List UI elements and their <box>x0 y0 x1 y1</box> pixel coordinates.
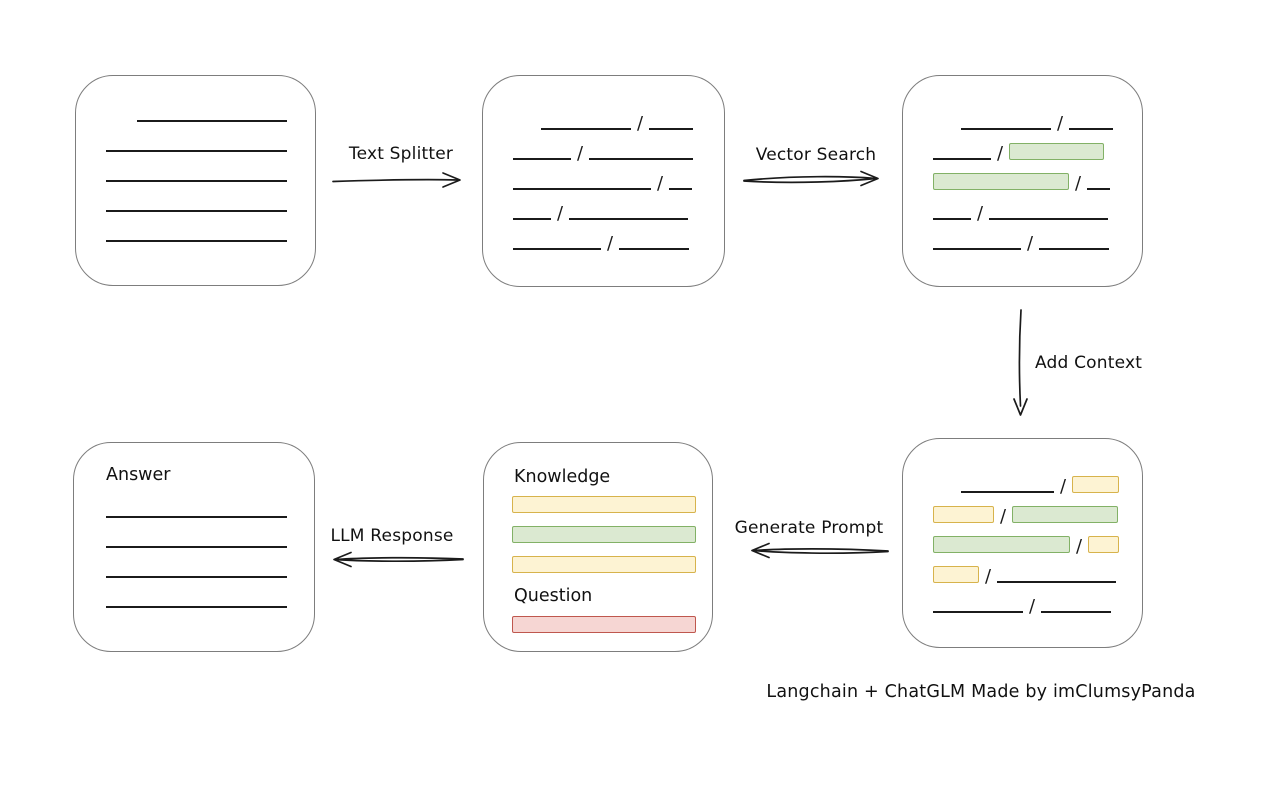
llm-response-label: LLM Response <box>330 526 454 546</box>
node-vector-search-results: / / / / / <box>902 75 1143 287</box>
slash-separator: / <box>1076 536 1083 557</box>
text-line <box>106 576 287 578</box>
text-line <box>137 120 287 122</box>
node-context-chunks: / / / / / <box>902 438 1143 648</box>
slash-separator: / <box>977 203 984 224</box>
answer-label: Answer <box>106 465 171 485</box>
red-bar <box>512 616 696 633</box>
highlighted-chunk-green <box>1009 143 1105 160</box>
highlighted-chunk-green <box>933 536 1070 553</box>
text-line <box>589 158 694 160</box>
text-line <box>933 218 971 220</box>
node-source-document <box>75 75 316 286</box>
chunk-row: / <box>933 553 1142 587</box>
text-line <box>961 491 1054 493</box>
chunk-row: / <box>513 160 724 194</box>
slash-separator: / <box>637 113 644 134</box>
text-splitter-label: Text Splitter <box>348 144 454 164</box>
text-line <box>933 158 991 160</box>
text-line <box>106 516 287 518</box>
slash-separator: / <box>985 566 992 587</box>
slash-separator: / <box>997 143 1004 164</box>
chunk-row: / <box>933 523 1142 557</box>
chunk-row: / <box>961 100 1142 134</box>
text-line <box>106 546 287 548</box>
text-line <box>106 180 287 182</box>
attribution-caption: Langchain + ChatGLM Made by imClumsyPand… <box>766 682 1196 702</box>
text-line <box>513 248 601 250</box>
generate-prompt-label: Generate Prompt <box>734 518 884 538</box>
text-line <box>1087 188 1111 190</box>
text-line <box>106 210 287 212</box>
add-context-arrow-icon <box>1013 309 1028 416</box>
chunk-row: / <box>513 190 724 224</box>
text-line <box>541 128 631 130</box>
llm-response-arrow-icon <box>333 551 464 568</box>
highlighted-chunk-green <box>933 173 1069 190</box>
highlighted-chunk-yellow <box>933 506 994 523</box>
chunk-row: / <box>961 463 1142 497</box>
highlighted-chunk-yellow <box>1088 536 1120 553</box>
chunk-row: / <box>513 220 724 254</box>
green-bar <box>512 526 696 543</box>
text-line <box>997 581 1117 583</box>
text-line <box>1069 128 1114 130</box>
chunk-row: / <box>541 100 724 134</box>
text-line <box>513 158 571 160</box>
knowledge-label: Knowledge <box>514 467 611 487</box>
text-line <box>513 218 551 220</box>
yellow-bar <box>512 496 696 513</box>
add-context-label: Add Context <box>1035 353 1143 373</box>
text-line <box>1041 611 1112 613</box>
slash-separator: / <box>1060 476 1067 497</box>
slash-separator: / <box>577 143 584 164</box>
text-splitter-arrow-icon <box>332 172 461 188</box>
yellow-bar <box>512 556 696 573</box>
text-line <box>933 611 1023 613</box>
generate-prompt-arrow-icon <box>751 542 889 559</box>
text-line <box>106 150 287 152</box>
vector-search-label: Vector Search <box>755 145 877 165</box>
knowledge-bars <box>512 496 696 573</box>
highlighted-chunk-yellow <box>1072 476 1120 493</box>
text-line <box>961 128 1051 130</box>
question-label: Question <box>514 586 593 606</box>
chunk-row: / <box>933 190 1142 224</box>
text-line <box>106 606 287 608</box>
chunk-row: / <box>933 220 1142 254</box>
text-line <box>569 218 689 220</box>
text-line <box>1039 248 1110 250</box>
node-split-text: / / / / / <box>482 75 725 287</box>
answer-lines <box>106 516 287 608</box>
text-line <box>989 218 1109 220</box>
chunk-row: / <box>513 130 724 164</box>
highlighted-chunk-green <box>1012 506 1119 523</box>
chunk-row: / <box>933 130 1142 164</box>
text-line <box>513 188 651 190</box>
question-bars <box>512 616 696 633</box>
node-prompt: Knowledge Question <box>483 442 713 652</box>
slash-separator: / <box>657 173 664 194</box>
chunk-row: / <box>933 493 1142 527</box>
slash-separator: / <box>557 203 564 224</box>
chunk-row: / <box>933 583 1142 617</box>
text-line <box>649 128 694 130</box>
vector-search-arrow-icon <box>743 170 879 187</box>
node-answer: Answer <box>73 442 315 652</box>
slash-separator: / <box>1057 113 1064 134</box>
slash-separator: / <box>1029 596 1036 617</box>
highlighted-chunk-yellow <box>933 566 979 583</box>
slash-separator: / <box>1075 173 1082 194</box>
slash-separator: / <box>1027 233 1034 254</box>
chunk-row: / <box>933 160 1142 194</box>
text-line <box>669 188 693 190</box>
text-line <box>933 248 1021 250</box>
text-line <box>619 248 690 250</box>
slash-separator: / <box>1000 506 1007 527</box>
slash-separator: / <box>607 233 614 254</box>
text-line <box>106 240 287 242</box>
